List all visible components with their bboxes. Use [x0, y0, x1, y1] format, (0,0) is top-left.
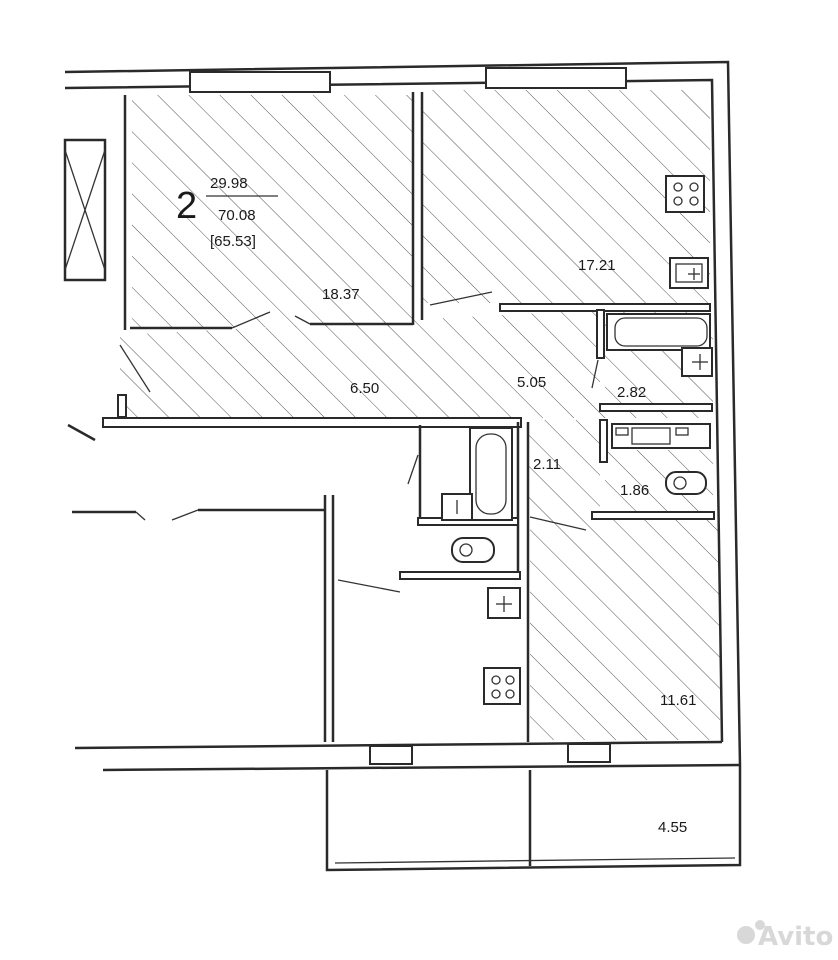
walls: [63, 60, 742, 872]
watermark-text: Avito: [758, 922, 833, 952]
neighbour-basin-icon: [441, 493, 473, 521]
watermark-logo-icon: [737, 926, 755, 944]
washbasin-icon: [681, 347, 713, 377]
neighbour-wall-7: [399, 571, 521, 580]
balcony-outline: [325, 765, 742, 872]
room-area-kitchen: 17.21: [578, 257, 616, 274]
stair-x2: [64, 149, 106, 271]
toilet-icon: [665, 471, 707, 495]
neighbour-door-2: [171, 509, 199, 521]
area-excl-balcony: [65.53]: [210, 233, 256, 250]
room-area-hallway: 6.50: [350, 380, 379, 397]
door-room1b: [294, 315, 311, 325]
window-top-right: [485, 67, 627, 89]
door-kitchen: [429, 291, 493, 306]
rooms-count: 2: [176, 185, 197, 227]
room-area-balcony: 4.55: [658, 819, 687, 836]
door-hall-left: [119, 344, 151, 393]
door-bath: [591, 359, 599, 389]
stove-icon: [665, 175, 705, 213]
neighbour-stove-icon: [483, 667, 521, 705]
neighbour-door-4: [337, 579, 401, 593]
door-room1: [231, 311, 271, 329]
room-area-room-2: 11.61: [660, 692, 696, 709]
wall-hall-bottom: [102, 417, 522, 428]
room-area-closet: 2.11: [533, 456, 561, 473]
living-area: 29.98: [210, 175, 248, 192]
neighbour-toilet-icon: [451, 537, 495, 563]
wall-bath-left: [596, 309, 605, 359]
neighbour-door-3: [407, 454, 419, 485]
wall-toilet-bottom: [591, 511, 715, 520]
neighbour-door: [135, 511, 146, 521]
room-1-hatch: [132, 95, 412, 327]
kitchen-hatch: [422, 90, 710, 303]
window-top-left: [189, 71, 331, 93]
room-area-bathroom: 2.82: [617, 384, 646, 401]
bathtub-icon: [606, 313, 711, 351]
room-2-hatch: [530, 520, 720, 740]
stair-box: [63, 138, 107, 282]
wall-toilet-left: [599, 419, 608, 463]
plan-summary: 2 29.98 70.08 [65.53]: [176, 175, 278, 250]
room-labels: 18.37 17.21 6.50 5.05 2.82 2.11 1.86 11.…: [322, 257, 696, 836]
neighbour-sink-icon: [487, 587, 521, 619]
room-area-corridor: 5.05: [517, 374, 546, 391]
door-corridor: [529, 516, 587, 531]
washing-machine-icon: [611, 423, 711, 449]
watermark: Avito: [737, 920, 833, 952]
room-area-room-1: 18.37: [322, 286, 360, 303]
wall-bath-bottom: [599, 403, 713, 412]
total-area: 70.08: [218, 207, 256, 224]
neighbour-bathtub-icon: [469, 427, 513, 521]
hall-hatch: [120, 310, 710, 418]
bottom-wall-outer: [102, 763, 741, 772]
sink-icon: [669, 257, 709, 289]
balcony-rail: [334, 857, 736, 864]
window-bottom-right: [567, 743, 611, 763]
outer-wall-top: [64, 60, 742, 766]
corridor-hatch: [528, 420, 600, 520]
hatched-areas: [120, 90, 720, 740]
side-wall-left: [67, 423, 96, 442]
fixtures: [441, 175, 713, 705]
window-bottom-left: [369, 745, 413, 765]
room-area-toilet: 1.86: [620, 482, 649, 499]
wall-left-stub: [117, 394, 127, 418]
